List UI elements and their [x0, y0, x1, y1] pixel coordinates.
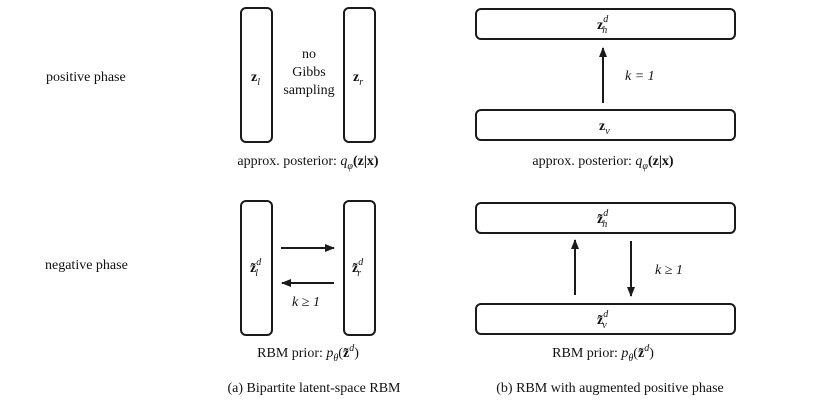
pos-visible-node-box — [475, 109, 736, 141]
pos-left-node-box — [240, 7, 273, 143]
neg-visible-node-box — [475, 303, 736, 335]
panel-b-neg-k-label: k ≥ 1 — [655, 263, 683, 278]
neg-hidden-node-box — [475, 202, 736, 234]
panel-a-neg-caption: RBM prior: pθ(z̃d) — [257, 343, 359, 364]
panel-b-title: (b) RBM with augmented positive phase — [496, 381, 723, 396]
pos-visible-node-label: zv — [599, 119, 610, 137]
pos-right-node-label: zr — [353, 70, 363, 88]
panel-b-neg-caption: RBM prior: pθ(z̃d) — [552, 343, 654, 364]
pos-right-node-box — [343, 7, 376, 143]
panel-a-k-label: k ≥ 1 — [292, 295, 320, 310]
neg-right-node-box — [343, 200, 376, 336]
no-gibbs-line-2: Gibbs — [292, 65, 325, 80]
panel-b-pos-caption: approx. posterior: qφ(z|x) — [532, 154, 674, 172]
panel-b-pos-k-label: k = 1 — [625, 69, 655, 84]
no-gibbs-line-3: sampling — [283, 83, 334, 98]
no-gibbs-line-1: no — [302, 47, 316, 62]
panel-a-pos-caption: approx. posterior: qφ(z|x) — [237, 154, 379, 172]
negative-phase-label: negative phase — [45, 258, 128, 273]
positive-phase-label: positive phase — [46, 70, 126, 85]
pos-left-node-label: zl — [251, 70, 260, 88]
panel-a-title: (a) Bipartite latent-space RBM — [228, 381, 402, 396]
neg-left-node-box — [240, 200, 273, 336]
pos-hidden-node-box — [475, 8, 736, 40]
